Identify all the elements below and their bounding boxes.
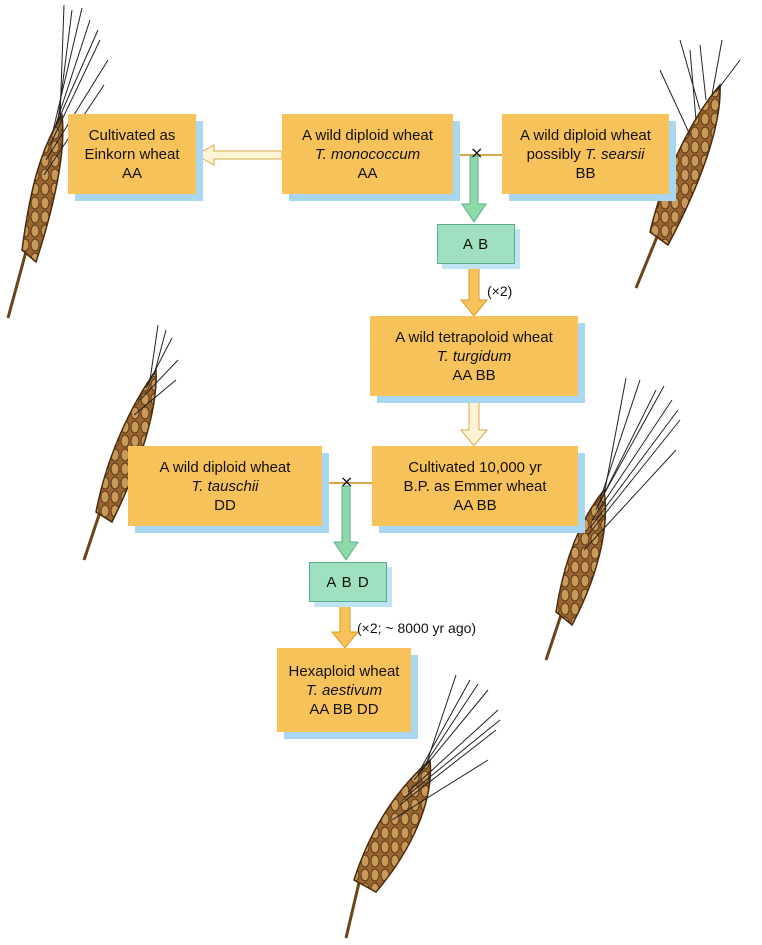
searsii-species: T. searsii: [584, 145, 645, 163]
wheat-spike-icon: [6, 4, 109, 319]
einkorn-box: Cultivated as Einkorn wheat AA: [68, 114, 196, 194]
monococcum-genome: AA: [357, 164, 378, 182]
turgidum-line1: A wild tetrapoloid wheat: [395, 328, 553, 346]
tauschii-box: A wild diploid wheat T. tauschii DD: [128, 446, 322, 526]
searsii-possibly: possibly: [526, 145, 585, 163]
hybrid-ab-box: A B: [437, 224, 515, 264]
cross-symbol-top: ×: [470, 143, 484, 162]
einkorn-line3: AA: [121, 164, 142, 182]
monococcum-box: A wild diploid wheat T. monococcum AA: [282, 114, 453, 194]
aestivum-line1: Hexaploid wheat: [288, 662, 400, 680]
emmer-line2: B.P. as Emmer wheat: [403, 477, 547, 495]
monococcum-line1: A wild diploid wheat: [302, 126, 433, 144]
searsii-line1: A wild diploid wheat: [520, 126, 651, 144]
wheat-spike-icon: [544, 377, 681, 661]
cross-symbol-middle: ×: [340, 472, 354, 491]
searsii-line2: possibly T. searsii: [527, 145, 645, 164]
searsii-box: A wild diploid wheat possibly T. searsii…: [502, 114, 669, 194]
aestivum-species: T. aestivum: [305, 681, 383, 699]
doubling-label-1: (×2): [487, 283, 513, 299]
turgidum-genome: AA BB: [452, 366, 496, 384]
einkorn-line1: Cultivated as: [88, 126, 176, 144]
tauschii-species: T. tauschii: [191, 477, 259, 495]
emmer-line1: Cultivated 10,000 yr: [408, 458, 542, 476]
aestivum-genome: AA BB DD: [309, 700, 379, 718]
einkorn-line2: Einkorn wheat: [84, 145, 180, 163]
tauschii-genome: DD: [214, 496, 236, 514]
monococcum-species: T. monococcum: [314, 145, 421, 163]
emmer-genome: AA BB: [453, 496, 497, 514]
wheat-spike-icon: [344, 674, 501, 939]
searsii-genome: BB: [575, 164, 596, 182]
turgidum-box: A wild tetrapoloid wheat T. turgidum AA …: [370, 316, 578, 396]
tauschii-line1: A wild diploid wheat: [159, 458, 291, 476]
emmer-box: Cultivated 10,000 yr B.P. as Emmer wheat…: [372, 446, 578, 526]
aestivum-box: Hexaploid wheat T. aestivum AA BB DD: [277, 648, 411, 732]
doubling-label-2: (×2; ~ 8000 yr ago): [357, 620, 477, 636]
turgidum-species: T. turgidum: [436, 347, 512, 365]
hybrid-abd-box: A B D: [309, 562, 387, 602]
